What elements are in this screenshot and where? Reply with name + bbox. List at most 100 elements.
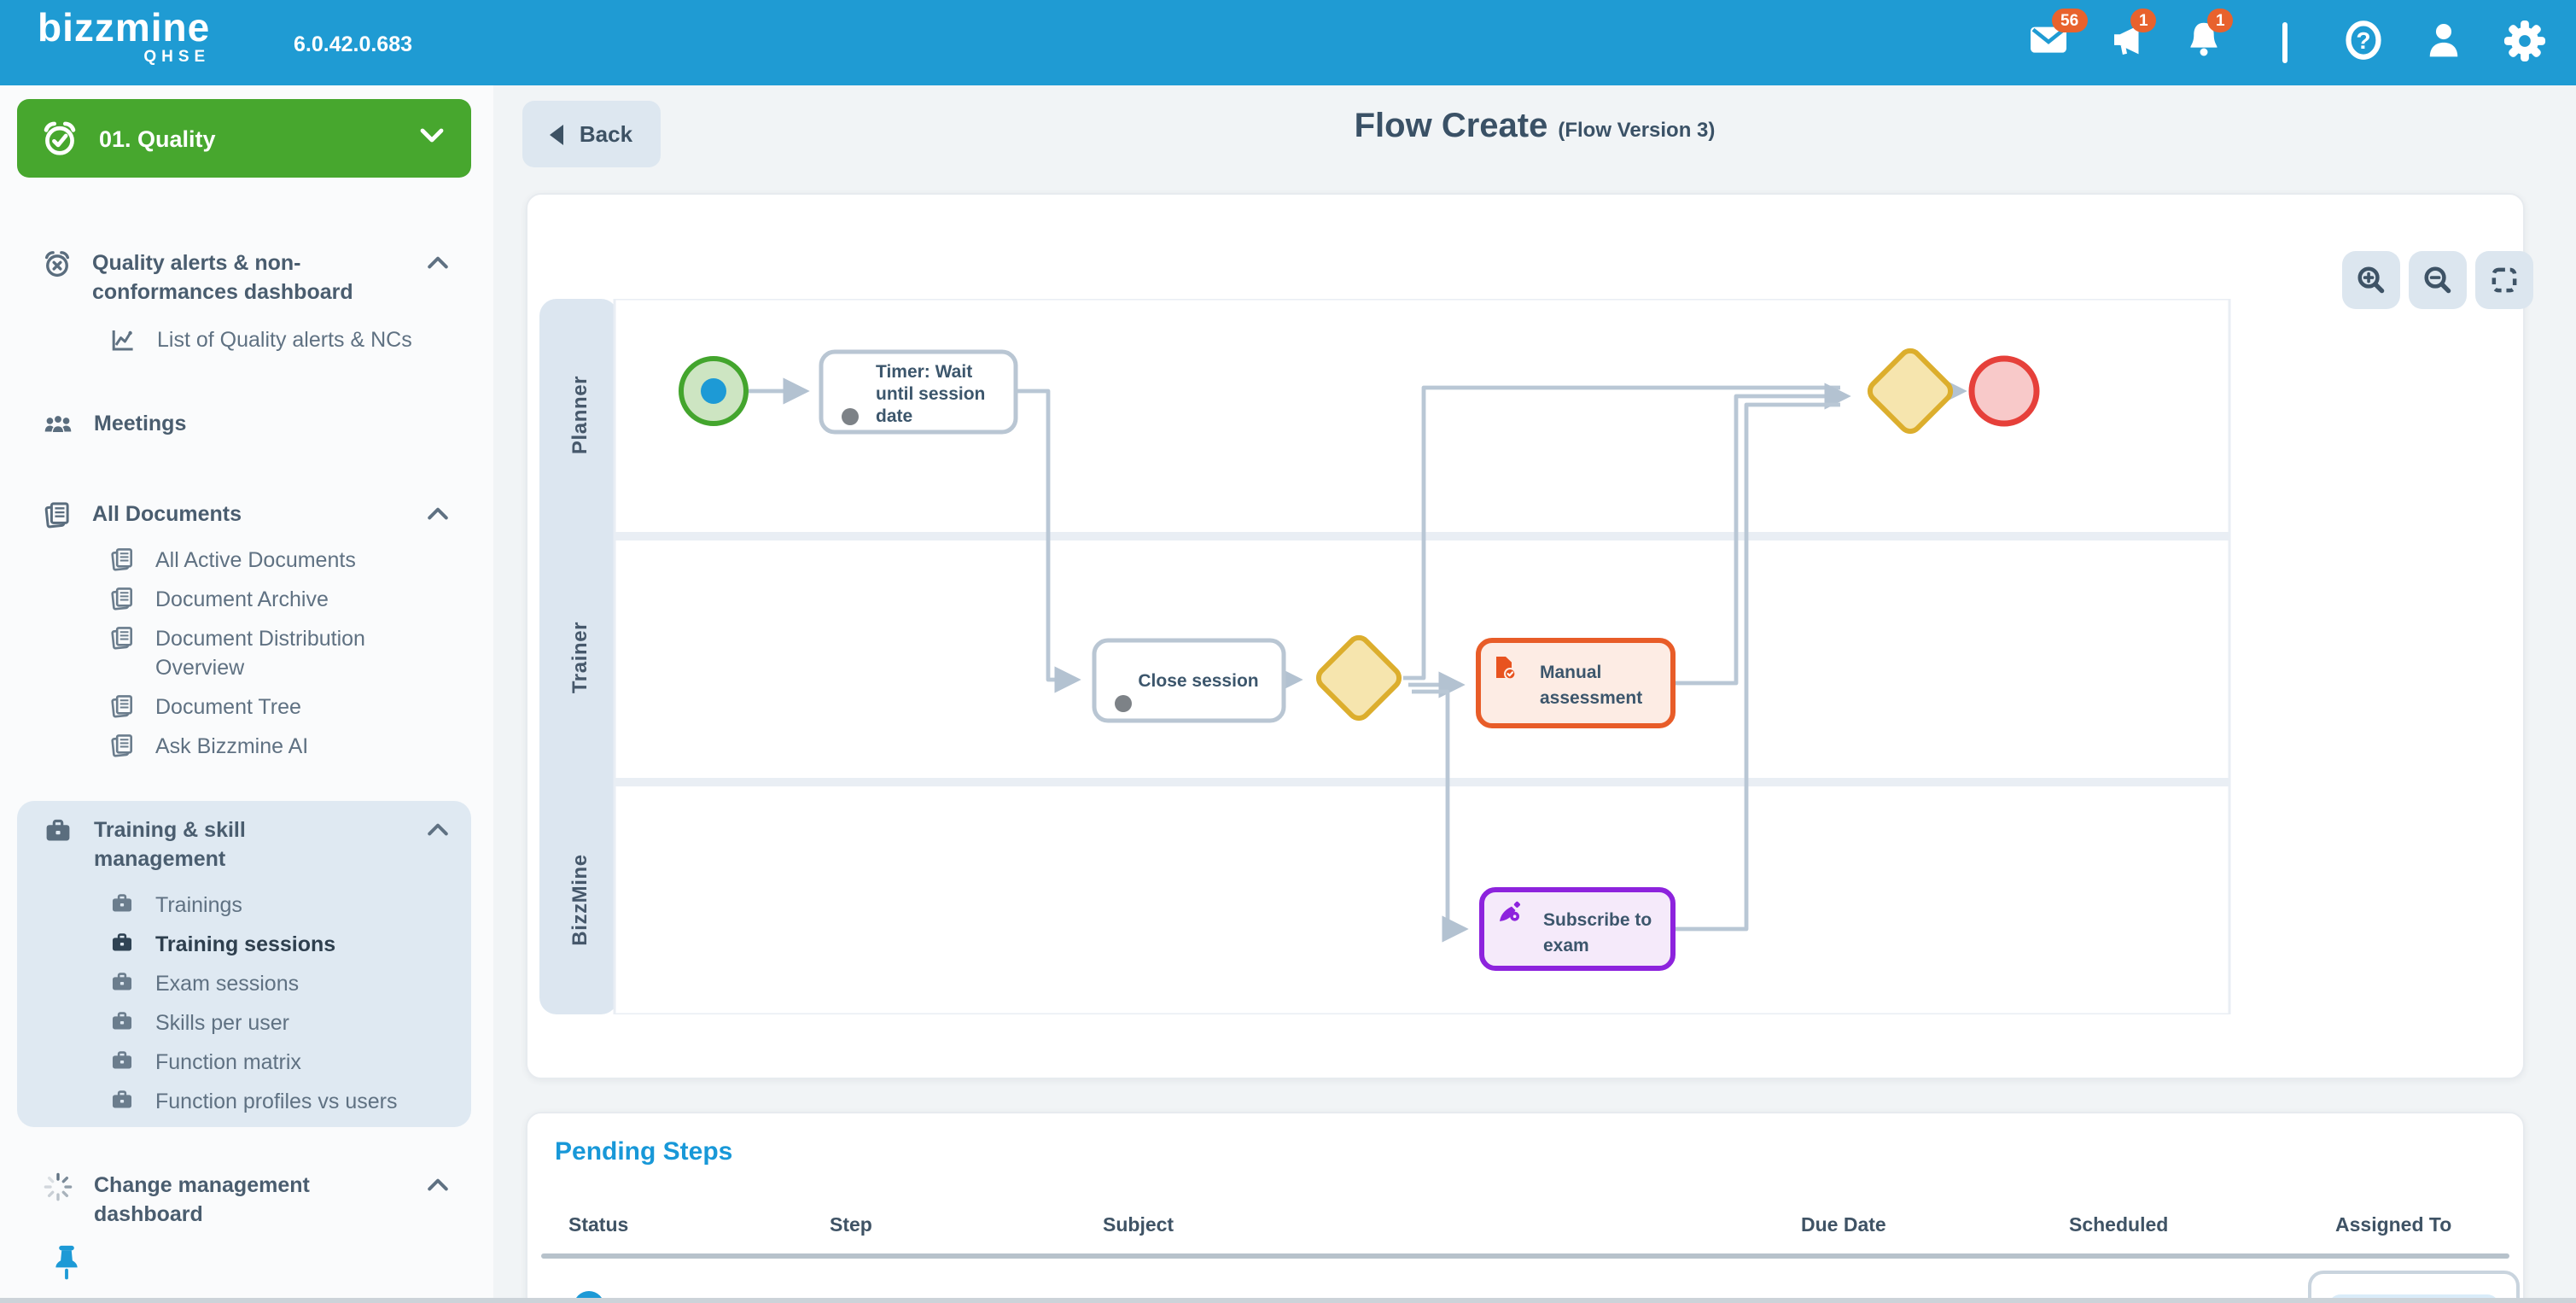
start-event-token	[701, 378, 726, 404]
sidebar-item-training-sessions[interactable]: Training sessions	[109, 931, 335, 960]
sidebar-item-quality-alerts-dashboard[interactable]: Quality alerts & non-conformances dashbo…	[43, 249, 396, 307]
briefcase-icon	[112, 1012, 132, 1030]
back-arrow-icon	[550, 124, 564, 144]
sidebar-item-skills-per-user[interactable]: Skills per user	[109, 1009, 289, 1038]
svg-text:date: date	[876, 406, 912, 426]
pin-icon[interactable]	[48, 1243, 85, 1284]
zoom-out-icon	[2424, 266, 2451, 294]
user-icon	[2429, 23, 2458, 57]
logo-text: bizzmine	[38, 5, 211, 50]
documents-icon	[111, 627, 133, 650]
chart-icon	[112, 330, 133, 351]
sidebar-item-document-tree[interactable]: Document Tree	[109, 693, 301, 722]
mail-button[interactable]: 56	[2028, 9, 2088, 67]
document-check-icon	[1496, 657, 1517, 681]
briefcase-icon	[112, 933, 132, 951]
user-button[interactable]	[2422, 19, 2470, 67]
sidebar-item-label: Training sessions	[155, 932, 336, 956]
sidebar-item-change-management-dashboard[interactable]: Change management dashboard	[43, 1172, 398, 1230]
sidebar-item-trainings[interactable]: Trainings	[109, 891, 242, 920]
subscribe-exam-task-node[interactable]: Subscribe to exam	[1479, 887, 1676, 971]
sidebar-item-exam-sessions[interactable]: Exam sessions	[109, 970, 299, 999]
chevron-up-icon[interactable]	[427, 256, 449, 270]
table-header-divider	[541, 1253, 2509, 1259]
sidebar-item-all-documents[interactable]: All Documents	[43, 500, 242, 529]
lane-label-bizzmine: BizzMine	[568, 854, 592, 945]
zoom-out-button[interactable]	[2409, 251, 2467, 309]
alarm-check-icon	[44, 121, 76, 155]
page-title-text: Flow Create	[1354, 108, 1548, 145]
sidebar-item-meetings[interactable]: Meetings	[43, 410, 186, 439]
sidebar-item-function-profiles-vs-users[interactable]: Function profiles vs users	[109, 1088, 397, 1117]
page-subtitle: (Flow Version 3)	[1558, 118, 1716, 142]
bpmn-canvas[interactable]: Planner Trainer BizzMine	[539, 299, 2231, 1014]
svg-text:exam: exam	[1543, 936, 1589, 955]
sidebar-item-function-matrix[interactable]: Function matrix	[109, 1049, 301, 1078]
manual-assessment-task-node[interactable]: Manual assessment	[1476, 638, 1676, 728]
back-button[interactable]: Back	[522, 101, 661, 167]
fit-screen-icon	[2491, 267, 2517, 293]
documents-icon	[44, 502, 69, 529]
announcements-badge: 1	[2130, 9, 2157, 33]
timer-task-node[interactable]: Timer: Wait until session date	[819, 349, 1018, 435]
spinner-icon	[44, 1172, 73, 1201]
sidebar-item-document-distribution-overview[interactable]: Document Distribution Overview	[109, 625, 411, 683]
documents-icon	[111, 734, 133, 757]
pen-icon	[1500, 901, 1520, 921]
sidebar-item-all-active-documents[interactable]: All Active Documents	[109, 546, 356, 576]
briefcase-icon	[112, 894, 132, 912]
column-header-scheduled: Scheduled	[2069, 1216, 2169, 1236]
lane-label-planner: Planner	[568, 376, 592, 454]
mail-icon	[2031, 26, 2066, 53]
documents-icon	[111, 587, 133, 611]
sidebar-item-label: Meetings	[94, 412, 187, 435]
sidebar-item-label: List of Quality alerts & NCs	[157, 328, 412, 352]
end-event-node[interactable]	[1968, 355, 2040, 427]
sidebar-item-label: Document Archive	[155, 587, 329, 611]
help-icon: ?	[2346, 20, 2381, 60]
help-button[interactable]: ?	[2342, 19, 2390, 67]
gateway-diamond-trainer[interactable]	[1314, 634, 1403, 722]
workspace-selector[interactable]: 01. Quality	[17, 99, 471, 178]
sidebar-item-ask-bizzmine-ai[interactable]: Ask Bizzmine AI	[109, 733, 308, 762]
sidebar-item-label: Trainings	[155, 893, 242, 917]
sidebar-item-label: All Documents	[92, 502, 242, 526]
bizzmine-logo[interactable]: bizzmine QHSE	[38, 8, 210, 66]
chevron-up-icon[interactable]	[427, 823, 449, 837]
fit-screen-button[interactable]	[2475, 251, 2533, 309]
lane-label-strip	[539, 299, 618, 1014]
alarm-x-icon	[44, 251, 70, 278]
sidebar-item-label: Exam sessions	[155, 972, 300, 996]
notifications-badge: 1	[2207, 9, 2234, 33]
svg-text:?: ?	[2356, 27, 2370, 54]
sidebar-item-label: Change management dashboard	[94, 1173, 310, 1226]
briefcase-icon	[112, 1090, 132, 1108]
gateway-diamond-planner[interactable]	[1866, 347, 1955, 435]
sidebar-item-label: Training & skill management	[94, 818, 246, 871]
announcements-button[interactable]: 1	[2107, 9, 2157, 67]
chevron-up-icon[interactable]	[427, 1178, 449, 1192]
pending-steps-title: Pending Steps	[555, 1137, 733, 1166]
sidebar-item-list-quality-alerts[interactable]: List of Quality alerts & NCs	[109, 326, 412, 355]
notifications-button[interactable]: 1	[2183, 9, 2234, 67]
documents-icon	[111, 695, 133, 718]
svg-text:assessment: assessment	[1540, 688, 1642, 708]
chevron-up-icon[interactable]	[427, 507, 449, 521]
column-header-step: Step	[830, 1216, 872, 1236]
gear-icon	[2503, 20, 2546, 62]
svg-text:Close session: Close session	[1138, 671, 1258, 691]
sidebar: 01. Quality Quality alerts & non-conform…	[0, 85, 493, 1303]
sidebar-item-label: Skills per user	[155, 1011, 289, 1035]
zoom-in-button[interactable]	[2342, 251, 2400, 309]
sidebar-item-training-skill-management[interactable]: Training & skill management	[43, 816, 350, 874]
task-status-dot	[1115, 695, 1132, 712]
sidebar-item-document-archive[interactable]: Document Archive	[109, 586, 329, 615]
sidebar-item-label: Function profiles vs users	[155, 1090, 398, 1113]
settings-button[interactable]	[2503, 19, 2550, 67]
window-bottom-scrollbar[interactable]	[0, 1298, 2576, 1303]
briefcase-icon	[112, 973, 132, 990]
close-session-task-node[interactable]: Close session	[1092, 638, 1286, 723]
workspace-label: 01. Quality	[99, 126, 216, 151]
svg-text:Manual: Manual	[1540, 663, 1601, 682]
